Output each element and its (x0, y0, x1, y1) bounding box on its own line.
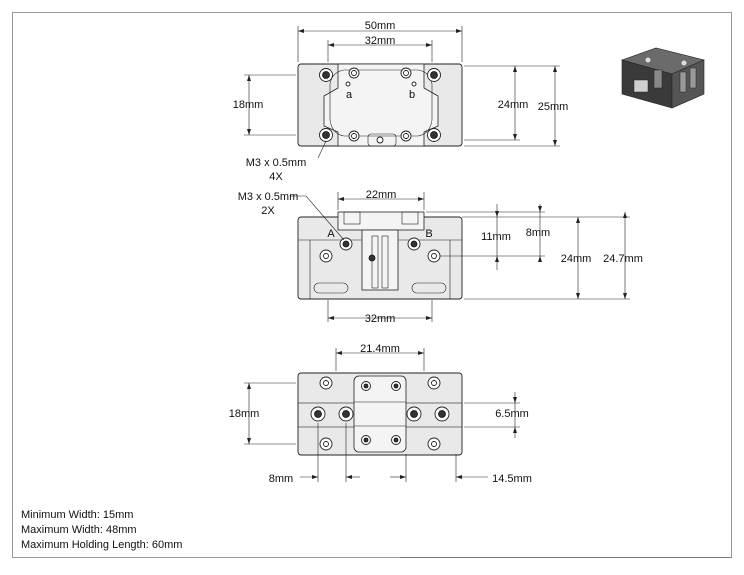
front-dim-8: 8mm (526, 227, 550, 239)
spec-min-width: Minimum Width: 15mm (21, 509, 134, 521)
front-thread-note: M3 x 0.5mm (238, 191, 299, 203)
bottom-dim-6-5: 6.5mm (495, 408, 529, 420)
top-label-a: a (346, 89, 353, 101)
top-dim-32: 32mm (365, 35, 396, 47)
front-dim-22: 22mm (366, 189, 397, 201)
bottom-view (244, 348, 520, 482)
bottom-dim-21-4: 21.4mm (360, 343, 400, 355)
top-label-b: b (409, 89, 415, 101)
isometric-render (621, 47, 705, 109)
top-dim-24: 24mm (498, 99, 529, 111)
spec-max-width: Maximum Width: 48mm (21, 524, 137, 536)
spec-notes: Minimum Width: 15mm Maximum Width: 48mm … (21, 508, 182, 553)
front-dim-32: 32mm (365, 313, 396, 325)
top-thread-qty: 4X (269, 171, 283, 183)
drawing-frame (12, 12, 732, 558)
bottom-dim-14-5: 14.5mm (492, 473, 532, 485)
front-dim-24: 24mm (561, 253, 592, 265)
top-view (244, 26, 560, 159)
front-label-A: A (327, 228, 335, 240)
front-thread-qty: 2X (261, 205, 275, 217)
bottom-dim-18: 18mm (229, 408, 260, 420)
front-label-B: B (425, 228, 432, 240)
top-dim-50: 50mm (365, 20, 396, 32)
top-dim-25: 25mm (538, 101, 569, 113)
front-dim-24-7: 24.7mm (603, 253, 643, 265)
front-view (290, 192, 630, 322)
spec-max-holding-length: Maximum Holding Length: 60mm (21, 539, 183, 551)
front-dim-11: 11mm (481, 231, 511, 243)
top-thread-note: M3 x 0.5mm (246, 157, 307, 169)
top-dim-18: 18mm (233, 99, 264, 111)
bottom-dim-8: 8mm (269, 473, 293, 485)
